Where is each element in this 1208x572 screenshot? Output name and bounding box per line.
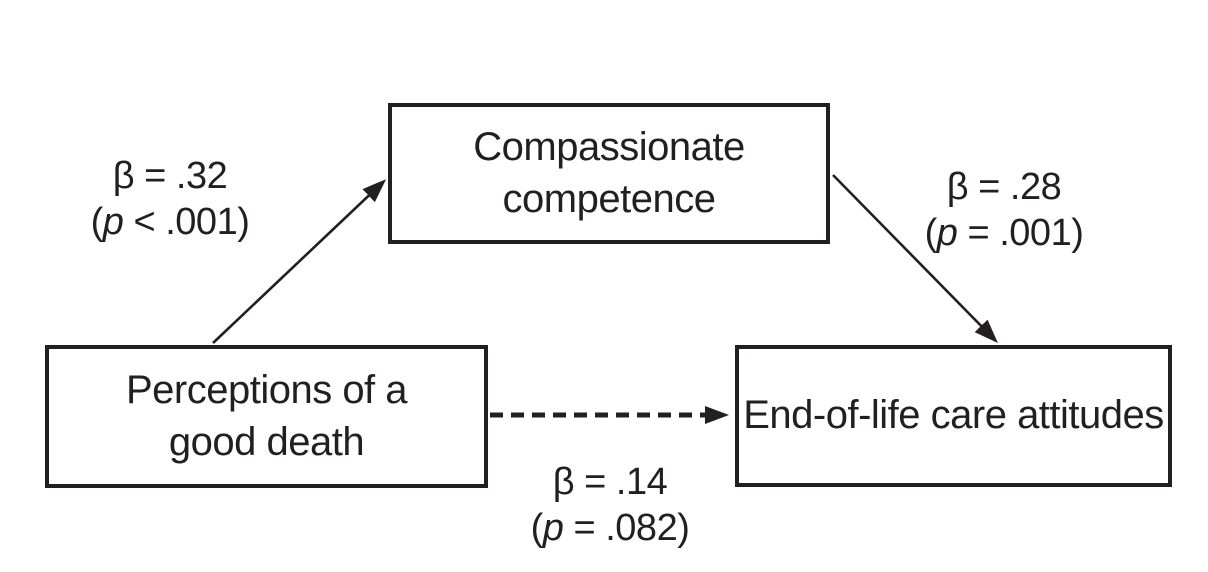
path-b-beta-value: β = .28 [946, 166, 1062, 208]
path-c-beta-value: β = .14 [552, 461, 668, 503]
mediator-box-label-line2: competence [502, 176, 716, 221]
path-c-coefficient-label: β = .14 (p = .082) [480, 459, 740, 551]
predictor-box-perceptions-good-death: Perceptions of a good death [45, 345, 488, 488]
predictor-box-label-line1: Perceptions of a [125, 368, 408, 413]
path-b-arrow [832, 174, 998, 343]
path-b-coefficient-label: β = .28 (p = .001) [874, 164, 1134, 256]
predictor-box-label-line2: good death [168, 419, 365, 464]
mediator-box-compassionate-competence: Compassionate competence [388, 103, 830, 244]
path-a-beta-value: β = .32 [112, 155, 228, 197]
path-b-p-value: (p = .001) [924, 212, 1084, 254]
path-a-p-value: (p < .001) [90, 201, 250, 243]
outcome-box-label: End-of-life care attitudes [743, 393, 1164, 438]
mediator-box-label-line1: Compassionate [473, 125, 745, 170]
path-a-coefficient-label: β = .32 (p < .001) [40, 153, 300, 245]
outcome-box-end-of-life-care-attitudes: End-of-life care attitudes [735, 345, 1172, 487]
path-a-arrow [212, 179, 387, 344]
path-c-p-value: (p = .082) [530, 507, 690, 549]
